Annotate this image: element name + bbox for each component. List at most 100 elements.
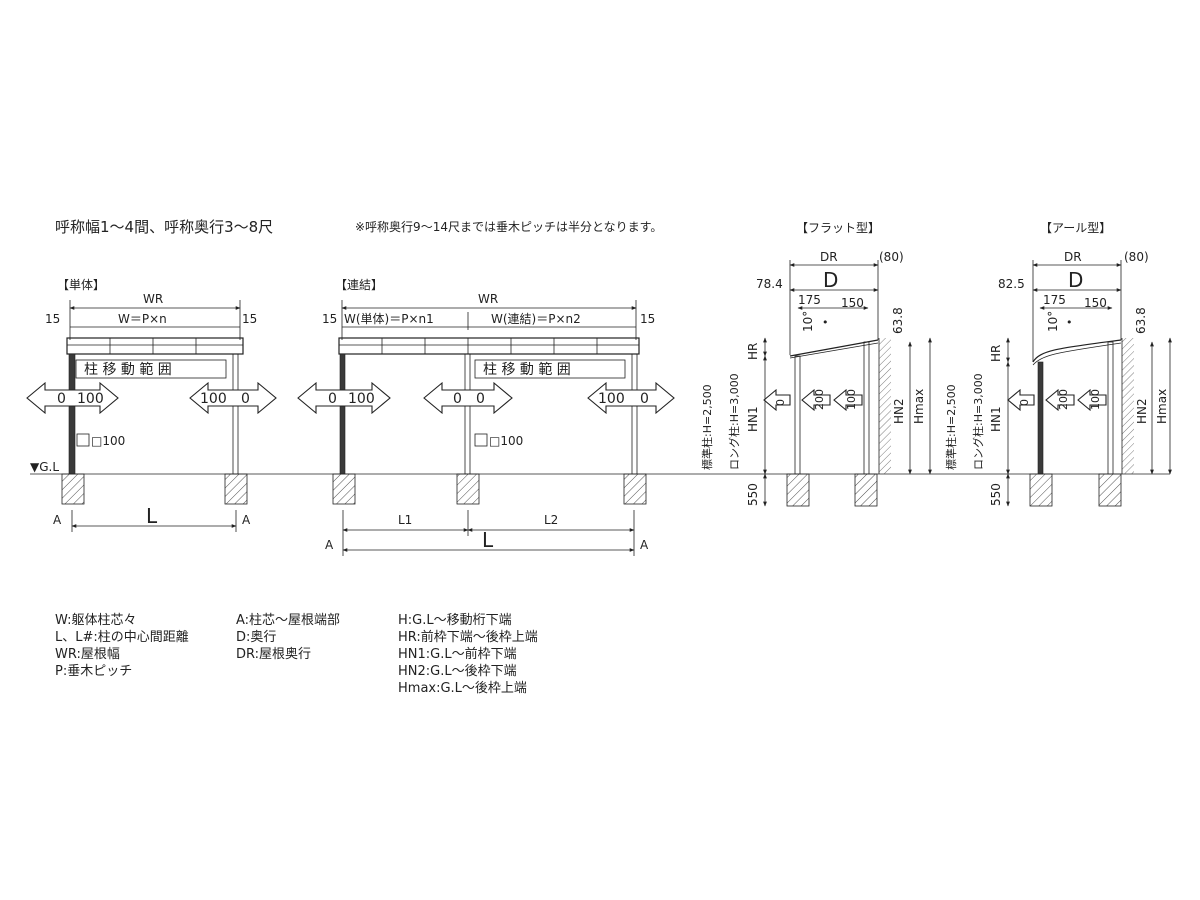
single-footing-right xyxy=(224,473,248,505)
flat-arrow-a: 0 xyxy=(774,399,787,406)
flat-post-rear xyxy=(863,341,870,475)
legend-col1-1: L、L#:柱の中心間距離 xyxy=(55,630,189,645)
linked-footing-right xyxy=(623,473,647,505)
linked-arrow2-b: 0 xyxy=(476,391,485,407)
single-arrow-right-b: 0 xyxy=(241,391,250,407)
arch-dr-extra: (80) xyxy=(1124,250,1149,264)
flat-wall xyxy=(879,338,891,474)
legend-col2-1: D:奥行 xyxy=(236,630,276,645)
arch-depth550: 550 xyxy=(989,483,1003,506)
linked-arrow3-a: 100 xyxy=(598,391,625,407)
flat-dr: DR xyxy=(820,250,838,264)
linked-post-size: □100 xyxy=(489,434,523,448)
single-arrow-right-a: 100 xyxy=(200,391,227,407)
single-post-right xyxy=(232,353,239,475)
single-arrow-left-a: 0 xyxy=(57,391,66,407)
linked-footing-left xyxy=(332,473,356,505)
flat-offset: 78.4 xyxy=(756,277,783,291)
single-dim-a-right: A xyxy=(242,513,251,527)
arch-footing-front xyxy=(1029,473,1053,507)
single-arrow-left xyxy=(26,381,119,415)
flat-depth550: 550 xyxy=(746,483,760,506)
arch-d175: 175 xyxy=(1043,293,1066,307)
legend-col1-0: W:躯体柱芯々 xyxy=(55,612,136,628)
linked-post-middle xyxy=(464,353,471,475)
flat-arrow-0 xyxy=(763,388,791,412)
flat-hn1: HN1 xyxy=(746,406,760,432)
arch-hr: HR xyxy=(989,345,1003,362)
flat-long-post: ロング柱:H=3,000 xyxy=(727,373,741,470)
flat-d175: 175 xyxy=(798,293,821,307)
linked-arrow-2 xyxy=(423,381,513,415)
arch-hn1: HN1 xyxy=(989,406,1003,432)
arch-arrow-0 xyxy=(1007,388,1035,412)
linked-arrow1-b: 100 xyxy=(348,391,375,407)
single-post-left xyxy=(68,353,76,475)
single-roof xyxy=(66,337,244,355)
linked-arrow-3 xyxy=(587,381,675,415)
legend-col3-2: HN1:G.L～前枠下端 xyxy=(398,646,517,662)
legend-col3-3: HN2:G.L～後枠下端 xyxy=(398,664,517,679)
single-dim-a-left: A xyxy=(53,513,62,527)
arch-d150: 150 xyxy=(1084,296,1107,310)
single-range-box xyxy=(75,359,227,379)
single-post-size: □100 xyxy=(91,434,125,448)
single-edge-left: 15 xyxy=(45,312,60,326)
arch-angle: 10° xyxy=(1046,311,1060,332)
flat-arrow-100 xyxy=(833,388,863,412)
arch-std-post: 標準柱:H=2,500 xyxy=(944,384,958,470)
arch-h638: 63.8 xyxy=(1134,307,1148,334)
flat-d: D xyxy=(823,268,838,292)
single-view: 【単体】 WR W＝P×n 15 15 柱 移 動 範 囲 0 100 100 … xyxy=(26,278,277,532)
arch-roof-underline xyxy=(1032,342,1122,366)
flat-h638: 63.8 xyxy=(891,307,905,334)
flat-d150: 150 xyxy=(841,296,864,310)
flat-post-front xyxy=(794,355,801,475)
single-arrow-left-b: 100 xyxy=(77,391,104,407)
flat-hmax: Hmax xyxy=(912,389,926,424)
arch-roof-curve xyxy=(1032,339,1122,363)
linked-dim-l: L xyxy=(482,528,494,552)
linked-footing-middle xyxy=(456,473,480,505)
single-w-eq: W＝P×n xyxy=(118,312,167,326)
arch-view: 【アール型】 DR (80) D 82.5 175 150 10° • 63.8… xyxy=(944,221,1172,507)
legend-col1-3: P:垂木ピッチ xyxy=(55,664,132,679)
arch-angle-mark: • xyxy=(1066,316,1073,329)
single-post-size-square xyxy=(76,433,90,447)
linked-dim-a-left: A xyxy=(325,538,334,552)
linked-w-single: W(単体)＝P×n1 xyxy=(344,312,434,326)
legend-col1-2: WR:屋根幅 xyxy=(55,647,120,662)
flat-angle: 10° xyxy=(801,311,815,332)
arch-offset: 82.5 xyxy=(998,277,1025,291)
flat-angle-mark: • xyxy=(822,316,829,329)
linked-post-left xyxy=(339,353,346,475)
arch-arrow-a: 0 xyxy=(1018,399,1031,406)
linked-dim-a-right: A xyxy=(640,538,649,552)
arch-hmax: Hmax xyxy=(1155,389,1169,424)
flat-view: 【フラット型】 DR (80) D 78.4 175 150 10° • 63.… xyxy=(700,221,932,507)
linked-label: 【連結】 xyxy=(335,278,383,292)
arch-footing-rear xyxy=(1098,473,1122,507)
single-edge-right: 15 xyxy=(242,312,257,326)
flat-hr: HR xyxy=(746,343,760,360)
single-footing-left xyxy=(61,473,85,505)
flat-arrow-c: 100 xyxy=(845,389,858,410)
flat-label: 【フラット型】 xyxy=(796,221,880,235)
single-range-text: 柱 移 動 範 囲 xyxy=(84,361,172,378)
linked-dim-l1: L1 xyxy=(398,513,412,527)
flat-roof-underline xyxy=(789,342,879,359)
flat-footing-front xyxy=(786,473,810,507)
flat-footing-rear xyxy=(854,473,878,507)
flat-hn2: HN2 xyxy=(892,398,906,424)
flat-std-post: 標準柱:H=2,500 xyxy=(700,384,714,470)
linked-range-text: 柱 移 動 範 囲 xyxy=(483,361,571,378)
arch-arrow-b: 200 xyxy=(1057,389,1070,410)
header-title: 呼称幅1～4間、呼称奥行3～8尺 xyxy=(55,218,273,236)
legend-col2-0: A:柱芯～屋根端部 xyxy=(236,613,340,628)
arch-d: D xyxy=(1068,268,1083,292)
legend-col3-1: HR:前枠下端～後枠上端 xyxy=(398,629,538,645)
legend: W:躯体柱芯々 L、L#:柱の中心間距離 WR:屋根幅 P:垂木ピッチ A:柱芯… xyxy=(55,612,538,696)
legend-col3-0: H:G.L～移動桁下端 xyxy=(398,613,512,628)
arch-post-rear xyxy=(1107,341,1114,475)
arch-arrow-100 xyxy=(1077,388,1107,412)
